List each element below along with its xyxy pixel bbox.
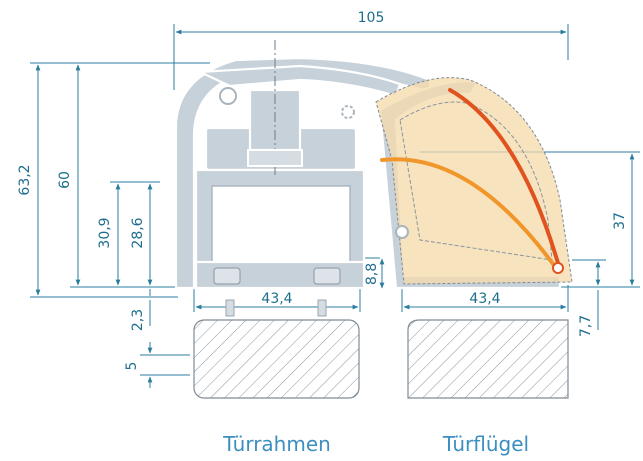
dimension-labels: 105 63,2 60 30,9 28,6 2,3 8,8 43,4 43,4 … bbox=[17, 10, 628, 370]
dimension-lines bbox=[30, 24, 640, 388]
captions: Türrahmen Türflügel bbox=[222, 432, 529, 456]
door-frame-profile bbox=[174, 40, 432, 317]
dim-width-frame: 43,4 bbox=[261, 291, 292, 307]
door-leaf-sections bbox=[193, 319, 569, 399]
frame-leaf-section bbox=[193, 319, 360, 399]
caption-frame: Türrahmen bbox=[222, 432, 331, 456]
dim-width-total: 105 bbox=[358, 10, 385, 26]
dim-height-8-8: 8,8 bbox=[364, 263, 380, 285]
dim-thickness-5: 5 bbox=[124, 362, 140, 371]
dim-height-60: 60 bbox=[57, 171, 73, 189]
dim-height-30-9: 30,9 bbox=[97, 217, 113, 248]
dim-height-total: 63,2 bbox=[17, 164, 33, 195]
dim-height-37: 37 bbox=[612, 212, 628, 230]
caption-sash: Türflügel bbox=[442, 432, 529, 456]
sash-leaf-section bbox=[407, 319, 569, 399]
dim-width-sash: 43,4 bbox=[469, 291, 500, 307]
dim-height-28-6: 28,6 bbox=[130, 217, 146, 248]
dim-height-7-7: 7,7 bbox=[578, 315, 594, 337]
dim-gap-2-3: 2,3 bbox=[130, 309, 146, 331]
door-sash-profile bbox=[375, 77, 573, 290]
